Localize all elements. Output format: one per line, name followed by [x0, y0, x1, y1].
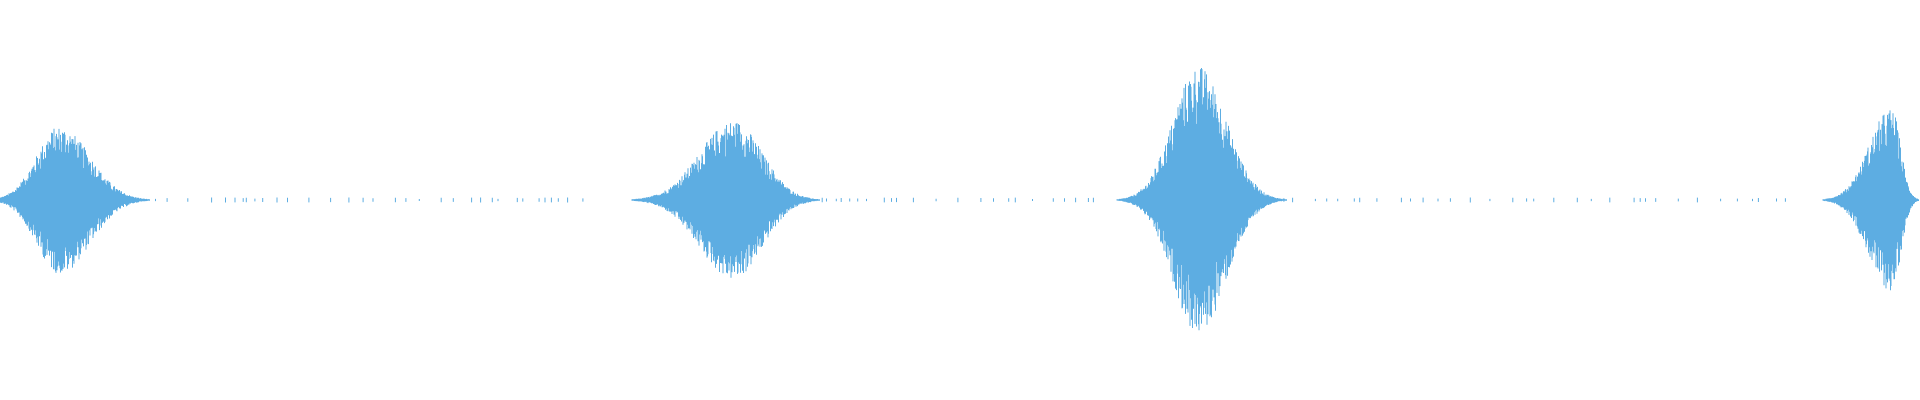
waveform-noise-ticks [133, 197, 1786, 203]
